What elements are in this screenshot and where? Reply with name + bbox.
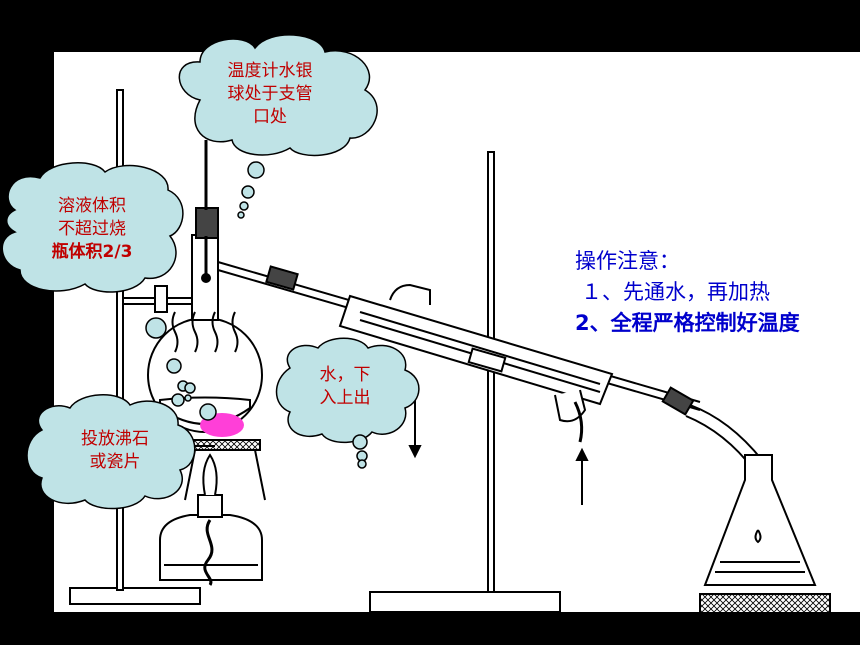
callout-volume-line3: 瓶体积2/3 [51, 242, 133, 262]
cloud-thermometer [178, 34, 378, 219]
callout-boiling-chips-line1: 投放沸石 [81, 429, 149, 449]
notes-title: 操作注意： [575, 249, 680, 273]
callout-water-line1: 水，下 [319, 365, 371, 385]
operation-notes: 操作注意： １、先通水，再加热 2、全程严格控制好温度 [575, 246, 800, 339]
water-flow-arrows [408, 395, 589, 505]
notes-item-1: １、先通水，再加热 [581, 280, 770, 304]
callout-water-line2: 入上出 [319, 388, 371, 408]
receiving-flask [699, 454, 831, 615]
condenser [338, 283, 614, 443]
cloud-water [275, 337, 420, 469]
alcohol-burner [159, 453, 263, 586]
callout-thermometer: 温度计水银 球处于支管 口处 [195, 60, 345, 129]
callout-volume-line2: 不超过烧 [58, 219, 126, 239]
cloud-boiling-chips [26, 382, 217, 510]
callout-thermometer-line1: 温度计水银 [227, 61, 313, 81]
notes-item-2: 2、全程严格控制好温度 [575, 311, 800, 335]
callout-volume-line1: 溶液体积 [58, 196, 126, 216]
callout-thermometer-line2: 球处于支管 [227, 84, 313, 104]
callout-boiling-chips: 投放沸石 或瓷片 [50, 428, 180, 474]
callout-boiling-chips-line2: 或瓷片 [89, 452, 141, 472]
callout-thermometer-line3: 口处 [253, 107, 287, 127]
callout-water: 水，下 入上出 [295, 364, 395, 410]
callout-volume: 溶液体积 不超过烧 瓶体积2/3 [12, 195, 172, 264]
